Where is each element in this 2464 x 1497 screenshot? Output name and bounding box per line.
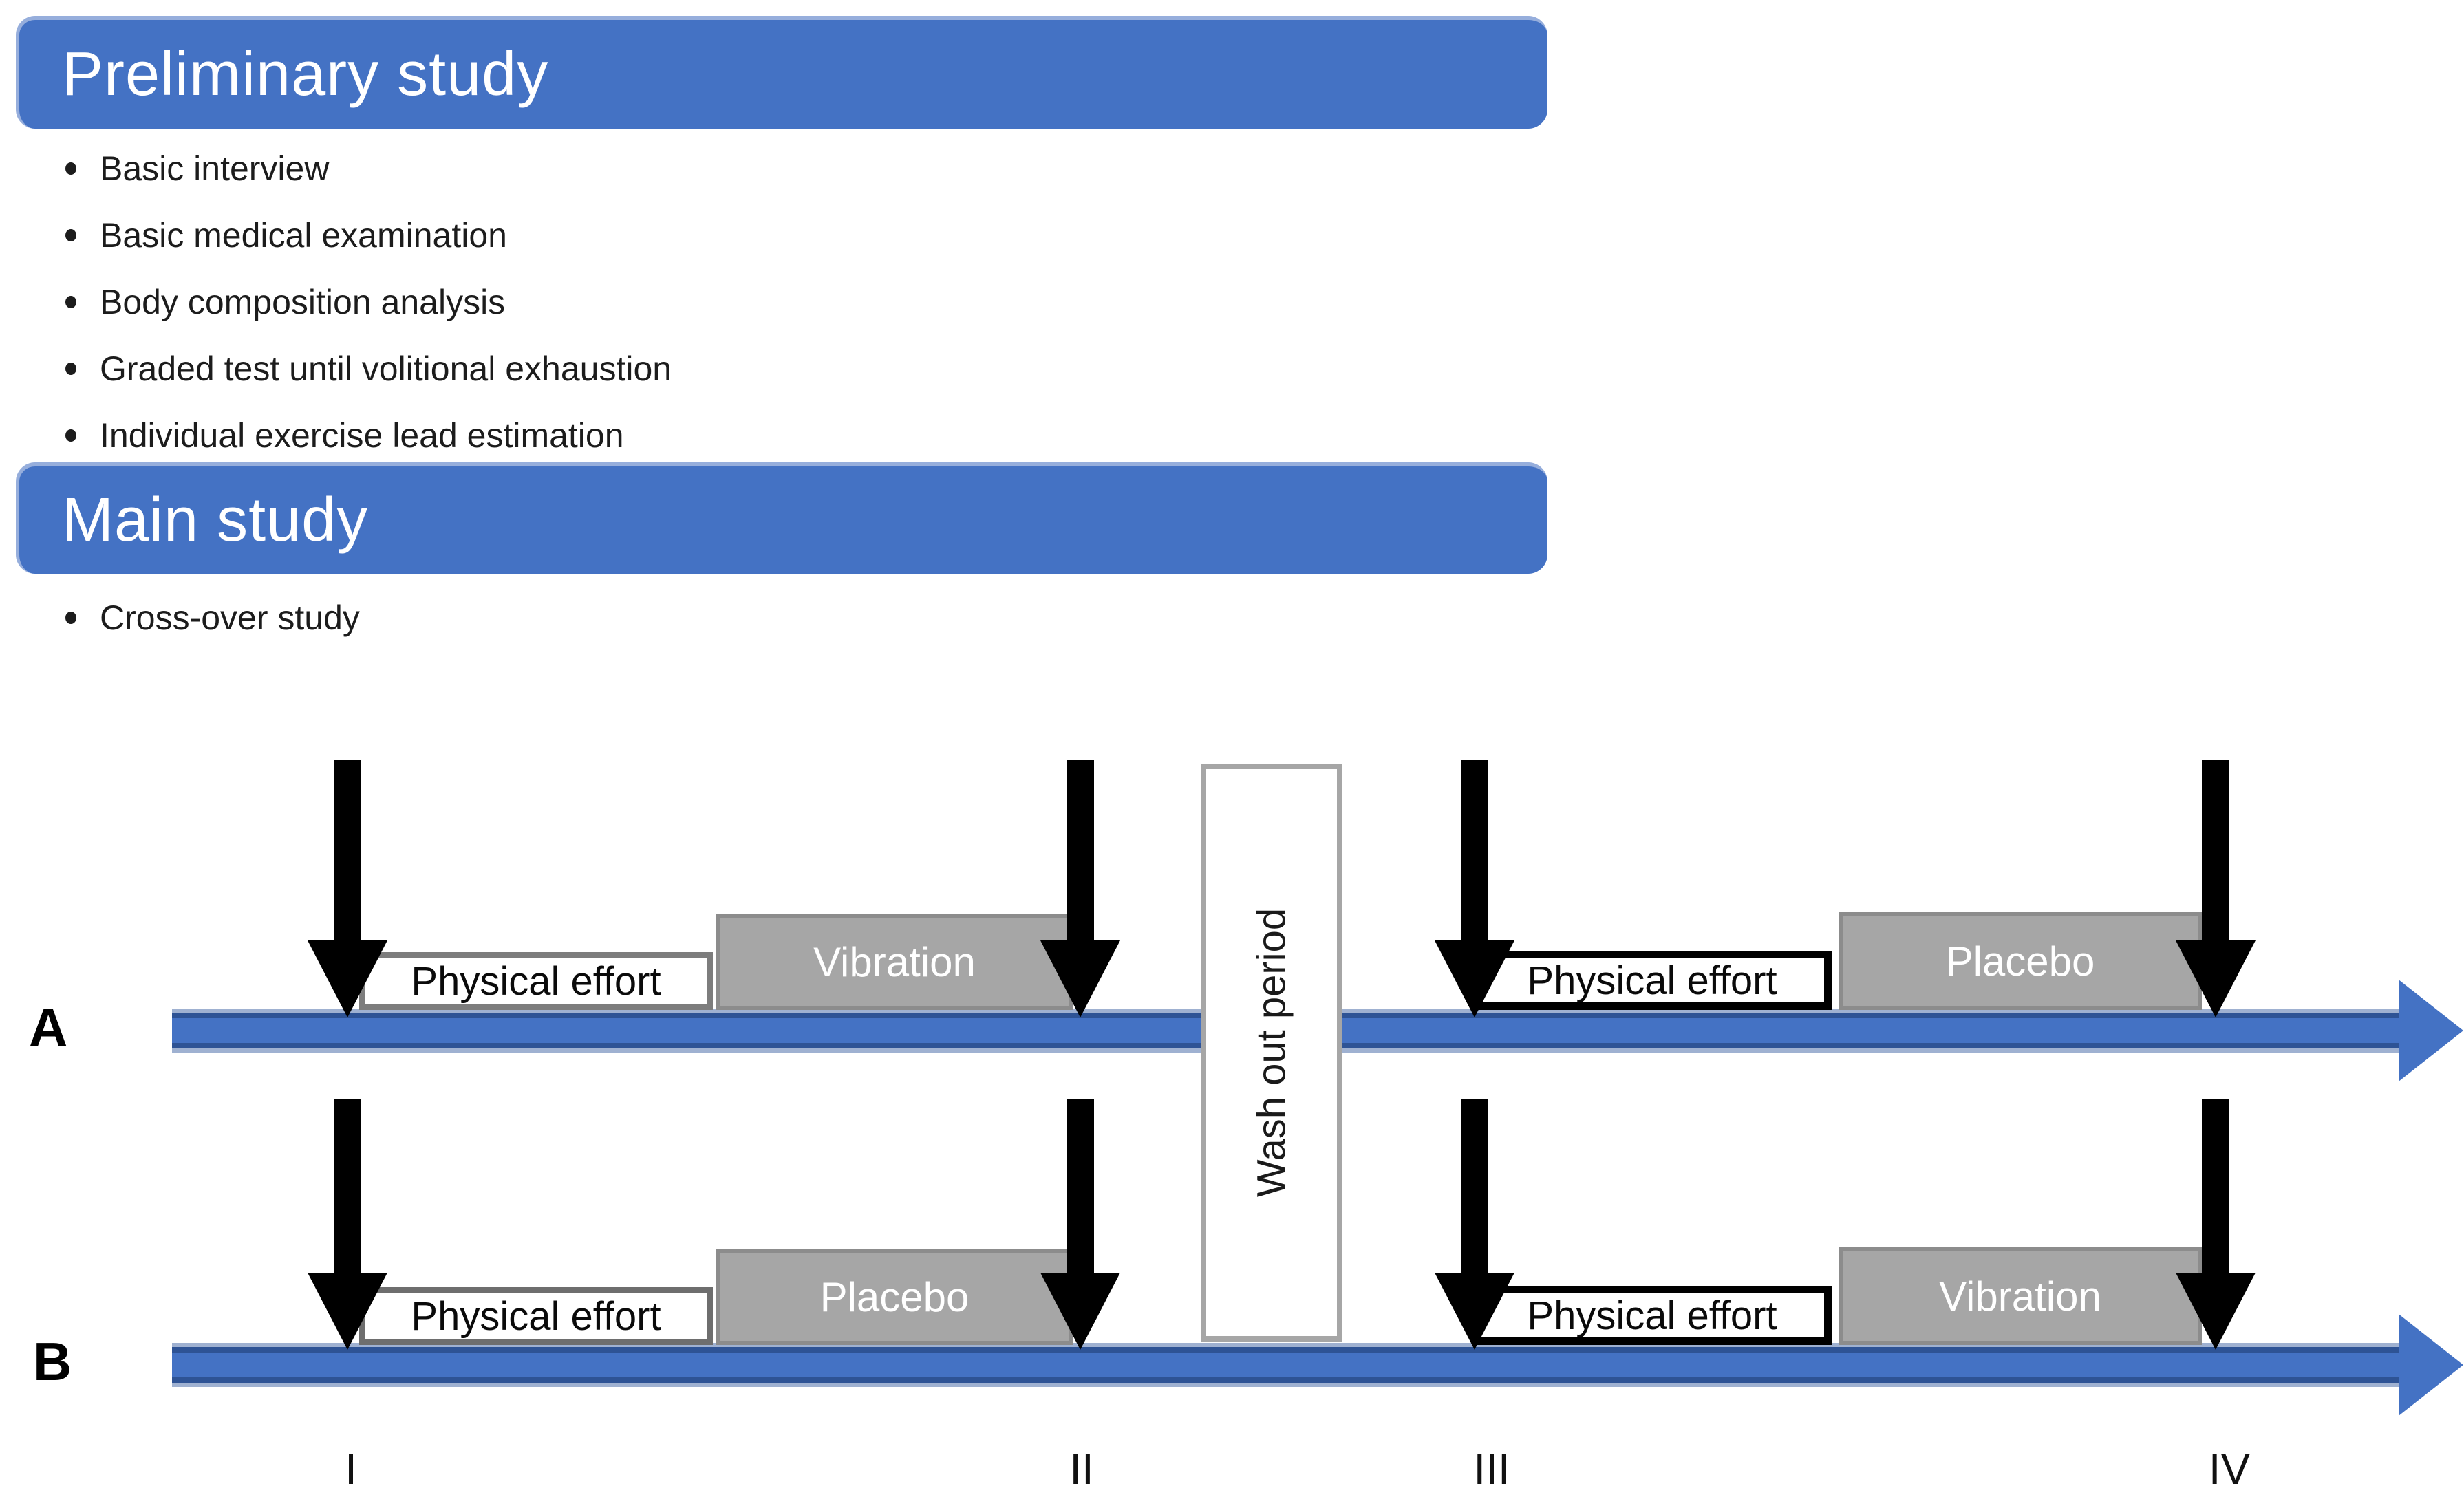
timepoint-label-iii: III [1473, 1444, 1510, 1494]
washout-period-box: Wash out period [1201, 764, 1342, 1342]
physical-effort-box: Physical effort [359, 952, 713, 1010]
event-arrow-icon [2176, 1099, 2256, 1350]
event-arrow-icon [1040, 760, 1120, 1017]
bullet-icon [65, 295, 76, 308]
bullet-text: Graded test until volitional exhaustion [100, 349, 672, 388]
arrow-head-icon [2176, 940, 2256, 1017]
treatment-box-placebo: Placebo [716, 1249, 1073, 1345]
bullet-text: Body composition analysis [100, 282, 506, 321]
event-arrow-icon [1435, 1099, 1514, 1350]
physical-effort-box: Physical effort [1472, 951, 1832, 1010]
treatment-box-vibration: Vibration [716, 914, 1073, 1010]
arrow-shaft [1067, 760, 1094, 940]
arrow-shaft [1067, 1099, 1094, 1273]
event-arrow-icon [1435, 760, 1514, 1017]
bullet-item: Basic interview [65, 135, 672, 202]
timeline-arrowhead-icon [2399, 1314, 2463, 1416]
arrow-shaft [2202, 760, 2229, 940]
arrow-shaft [1461, 1099, 1488, 1273]
preliminary-study-title: Preliminary study [62, 39, 549, 109]
bullet-item: Cross-over study [65, 584, 360, 651]
preliminary-study-header: Preliminary study [16, 16, 1547, 129]
main-study-header: Main study [16, 462, 1547, 574]
bullet-icon [65, 429, 76, 442]
treatment-box-placebo: Placebo [1839, 912, 2202, 1010]
event-arrow-icon [1040, 1099, 1120, 1350]
physical-effort-box: Physical effort [359, 1287, 713, 1345]
bullet-item: Graded test until volitional exhaustion [65, 335, 672, 402]
arrow-head-icon [308, 1273, 387, 1350]
arrow-head-icon [1040, 940, 1120, 1017]
arrow-head-icon [308, 940, 387, 1017]
main-study-title: Main study [62, 485, 369, 554]
row-label-a: A [29, 997, 68, 1057]
washout-label: Wash out period [1249, 907, 1294, 1198]
main-study-bullet-list: Cross-over study [65, 584, 360, 651]
arrow-shaft [334, 760, 361, 940]
arrow-head-icon [1040, 1273, 1120, 1350]
event-arrow-icon [308, 1099, 387, 1350]
bullet-text: Basic medical examination [100, 215, 507, 255]
event-arrow-icon [2176, 760, 2256, 1017]
arrow-head-icon [1435, 940, 1514, 1017]
bullet-item: Body composition analysis [65, 268, 672, 335]
bullet-icon [65, 362, 76, 375]
bullet-icon [65, 162, 76, 175]
timepoint-label-ii: II [1069, 1444, 1094, 1494]
bullet-item: Basic medical examination [65, 202, 672, 268]
arrow-head-icon [1435, 1273, 1514, 1350]
arrow-shaft [334, 1099, 361, 1273]
arrow-head-icon [2176, 1273, 2256, 1350]
bullet-icon [65, 228, 76, 241]
timeline-arrowhead-icon [2399, 980, 2463, 1081]
bullet-icon [65, 611, 76, 624]
timepoint-label-i: I [345, 1444, 357, 1494]
arrow-shaft [1461, 760, 1488, 940]
treatment-box-vibration: Vibration [1839, 1247, 2202, 1345]
row-label-b: B [33, 1331, 72, 1392]
event-arrow-icon [308, 760, 387, 1017]
bullet-text: Individual exercise lead estimation [100, 416, 624, 455]
bullet-text: Basic interview [100, 149, 330, 188]
arrow-shaft [2202, 1099, 2229, 1273]
physical-effort-box: Physical effort [1472, 1286, 1832, 1345]
preliminary-bullet-list: Basic interview Basic medical examinatio… [65, 135, 672, 469]
timepoint-label-iv: IV [2208, 1444, 2251, 1494]
timeline-arrow-b [172, 1347, 2401, 1383]
bullet-item: Individual exercise lead estimation [65, 402, 672, 469]
bullet-text: Cross-over study [100, 598, 360, 637]
